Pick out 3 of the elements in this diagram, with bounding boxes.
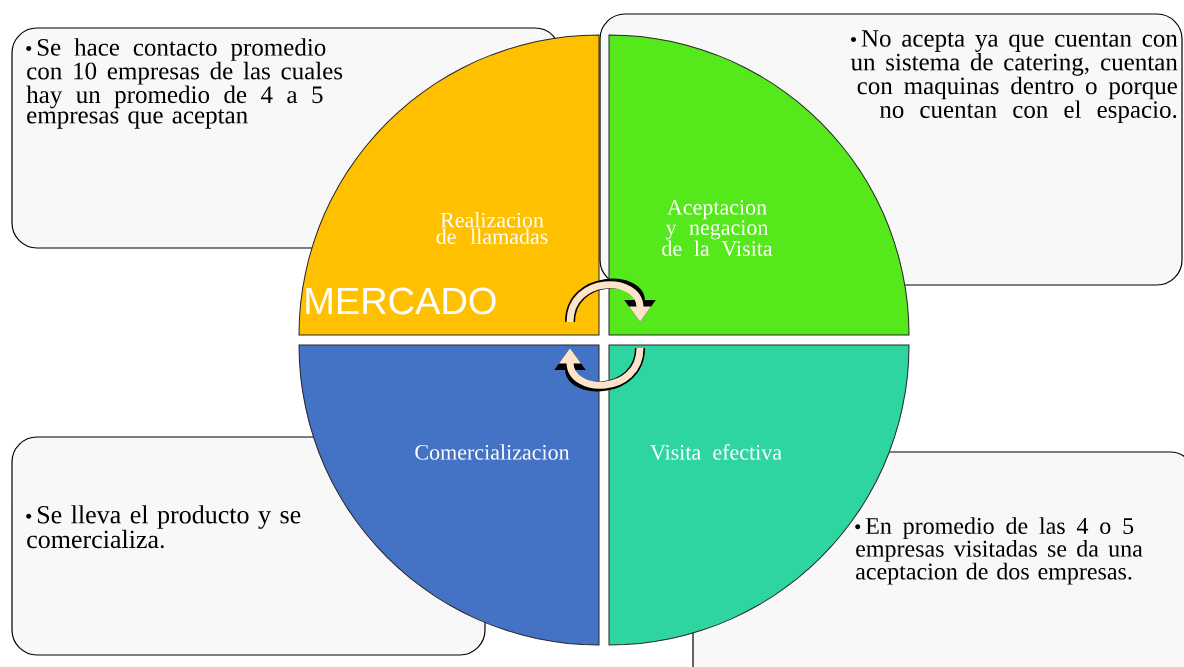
overlay-text: MERCADO xyxy=(306,287,496,315)
curved-arrow xyxy=(554,347,645,392)
curved-arrow xyxy=(565,278,656,323)
